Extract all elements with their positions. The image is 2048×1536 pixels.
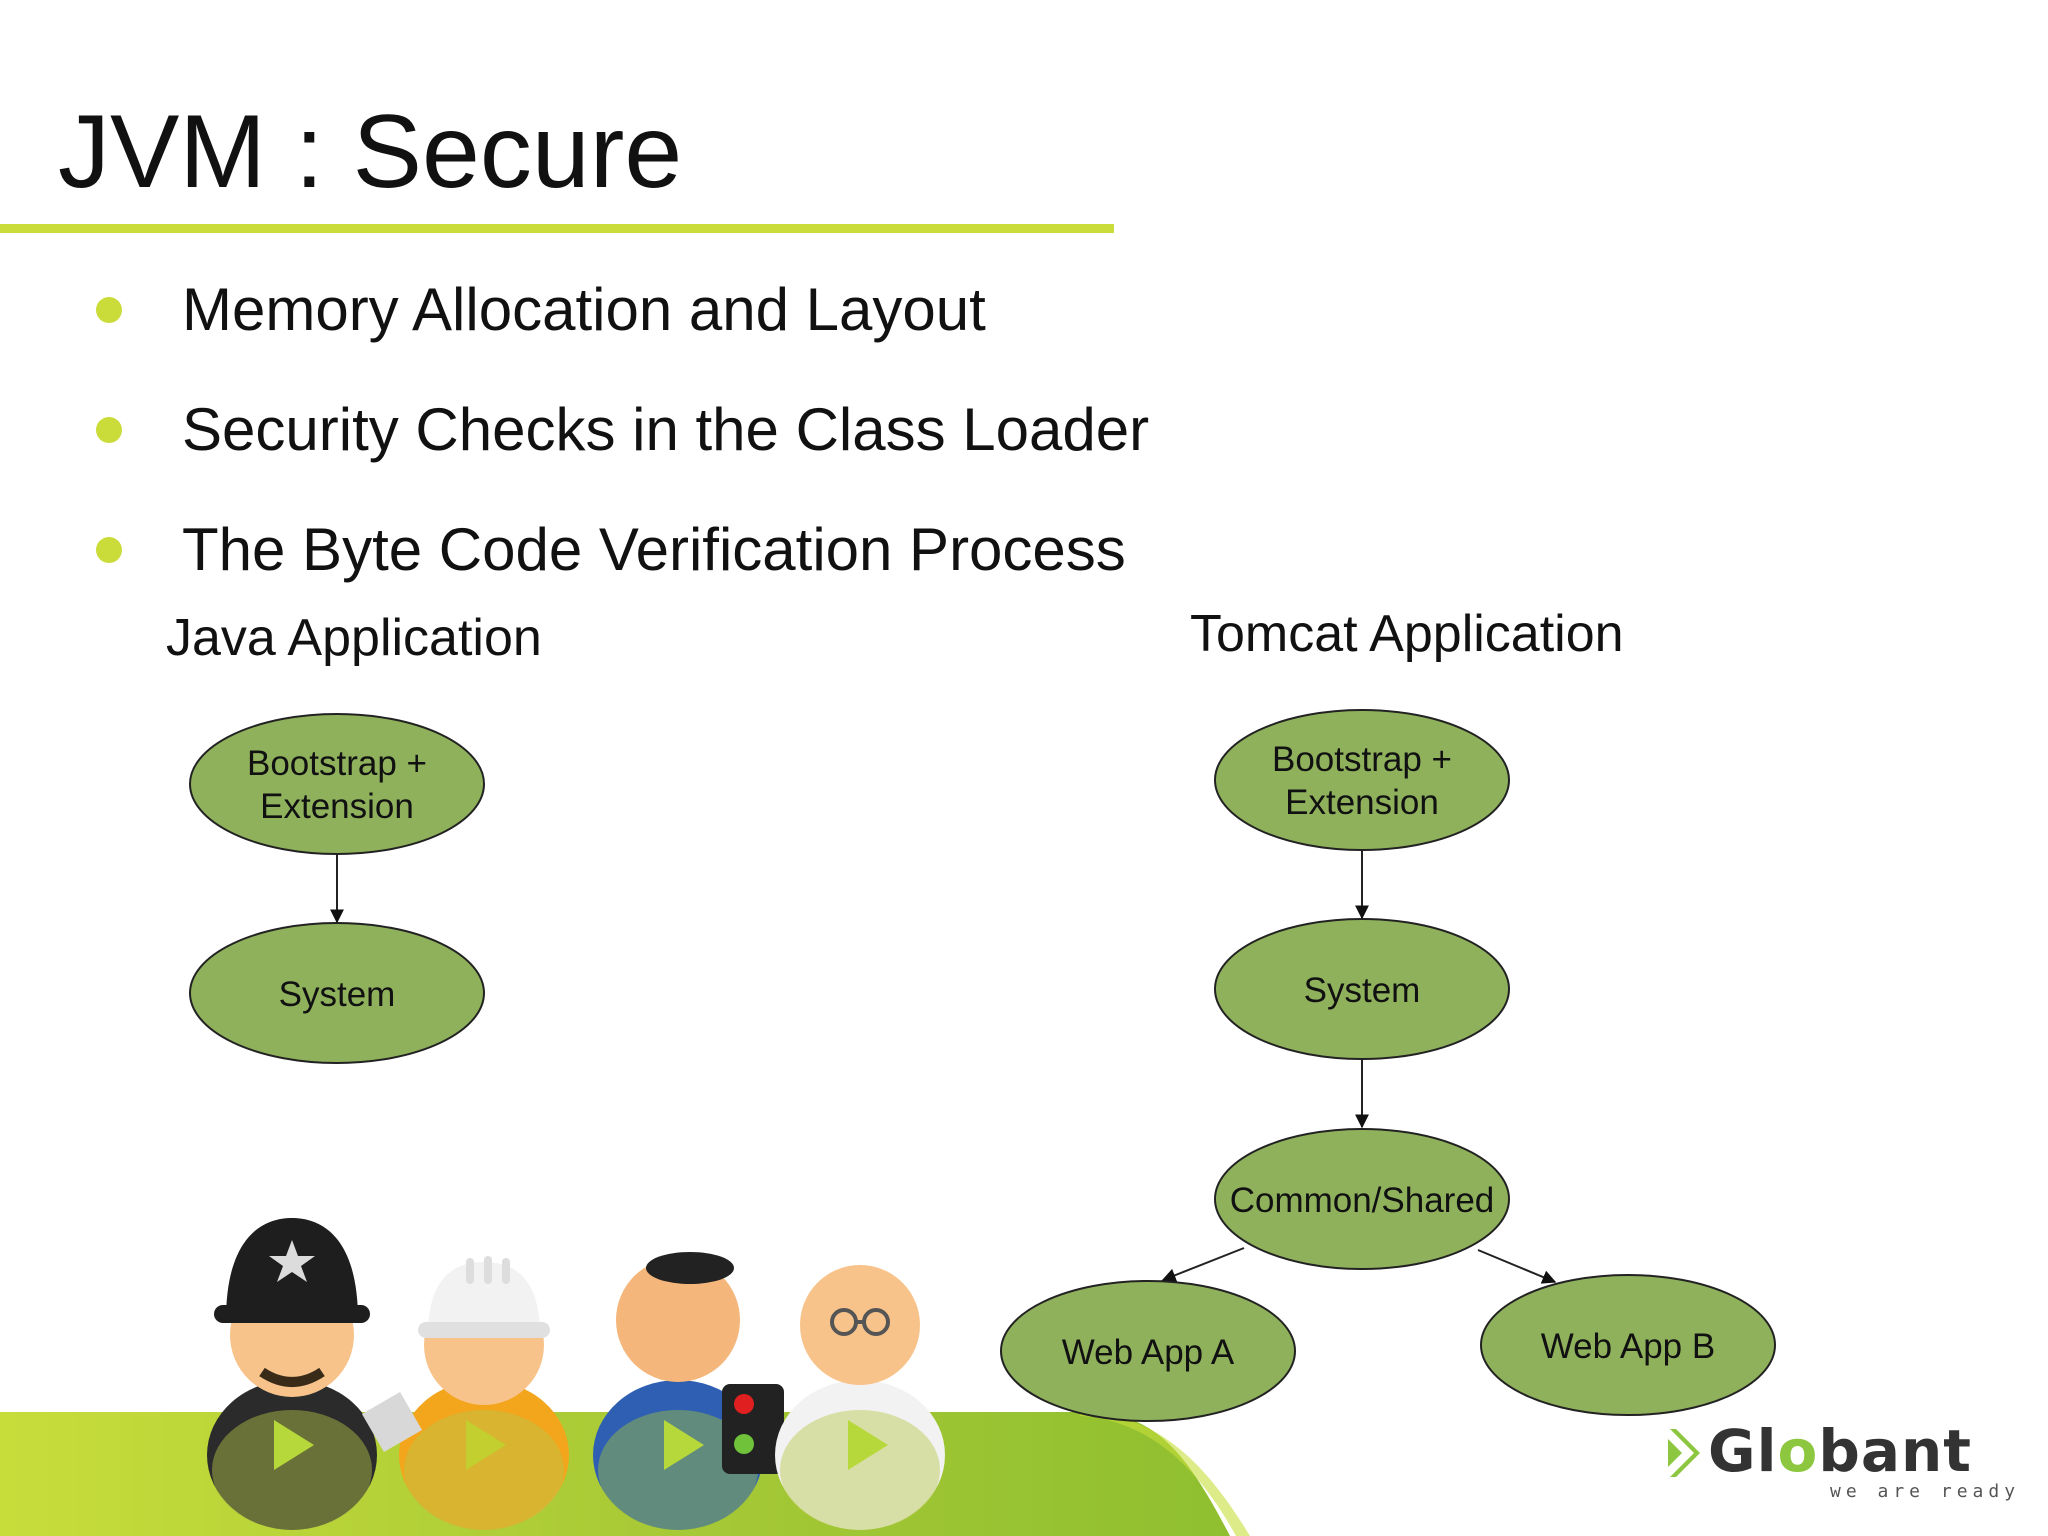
tomcat-node-common: Common/Shared [1214, 1128, 1510, 1270]
tomcat-node-webappa-label: Web App A [1062, 1333, 1235, 1372]
glasses-figure-icon [775, 1265, 945, 1530]
bullet-item: Memory Allocation and Layout [96, 275, 1296, 355]
logo-tagline: we are ready [1830, 1481, 2021, 1502]
tomcat-node-bootstrap-label-2: Extension [1285, 783, 1439, 822]
police-figure-icon [207, 1218, 377, 1530]
tomcat-node-bootstrap-label: Bootstrap + [1272, 740, 1452, 779]
beret-figure-icon [593, 1252, 763, 1530]
bullet-text: Security Checks in the Class Loader [182, 396, 1150, 463]
logo-text-o: o [1777, 1417, 1819, 1485]
bullet-icon [96, 417, 122, 443]
tomcat-node-webappb-label: Web App B [1541, 1327, 1715, 1366]
tomcat-arrow-common-webappa [1161, 1247, 1245, 1282]
tomcat-arrow-common-webappb [1477, 1249, 1557, 1284]
construction-worker-figure-icon [361, 1256, 569, 1530]
bullet-text: The Byte Code Verification Process [182, 516, 1126, 583]
java-node-bootstrap-label: Bootstrap + [247, 744, 427, 783]
traffic-light-icon [722, 1384, 784, 1474]
tomcat-node-webappa: Web App A [1000, 1280, 1296, 1422]
tomcat-node-webappb: Web App B [1480, 1274, 1776, 1416]
slide-title: JVM : Secure [58, 94, 683, 210]
bullet-text: Memory Allocation and Layout [182, 276, 986, 343]
title-underline [0, 224, 1114, 233]
java-diagram-heading: Java Application [166, 609, 542, 667]
tomcat-node-system: System [1214, 918, 1510, 1060]
java-node-bootstrap-label-2: Extension [260, 787, 414, 826]
logo-text-rest: bant [1818, 1417, 1973, 1485]
bullet-icon [96, 537, 122, 563]
bullet-item: The Byte Code Verification Process [96, 515, 1296, 595]
tomcat-node-common-label: Common/Shared [1230, 1181, 1495, 1220]
tomcat-node-bootstrap: Bootstrap + Extension [1214, 709, 1510, 851]
tomcat-diagram: Bootstrap + Extension System Common/Shar… [1000, 709, 1776, 1422]
globant-logo: Globant we are ready [1664, 1417, 2015, 1505]
tomcat-node-system-label: System [1304, 971, 1421, 1010]
globant-chevron-icon [1668, 1429, 1700, 1477]
bullet-icon [96, 297, 122, 323]
tomcat-diagram-heading: Tomcat Application [1190, 605, 1624, 663]
java-node-bootstrap: Bootstrap + Extension [189, 713, 485, 855]
logo-text-gl: Gl [1708, 1417, 1778, 1485]
java-diagram: Bootstrap + Extension System [189, 713, 485, 1064]
java-node-system-label: System [279, 975, 396, 1014]
globant-wordmark: Globant [1708, 1417, 1972, 1485]
bullet-item: Security Checks in the Class Loader [96, 395, 1296, 475]
java-node-system: System [189, 922, 485, 1064]
